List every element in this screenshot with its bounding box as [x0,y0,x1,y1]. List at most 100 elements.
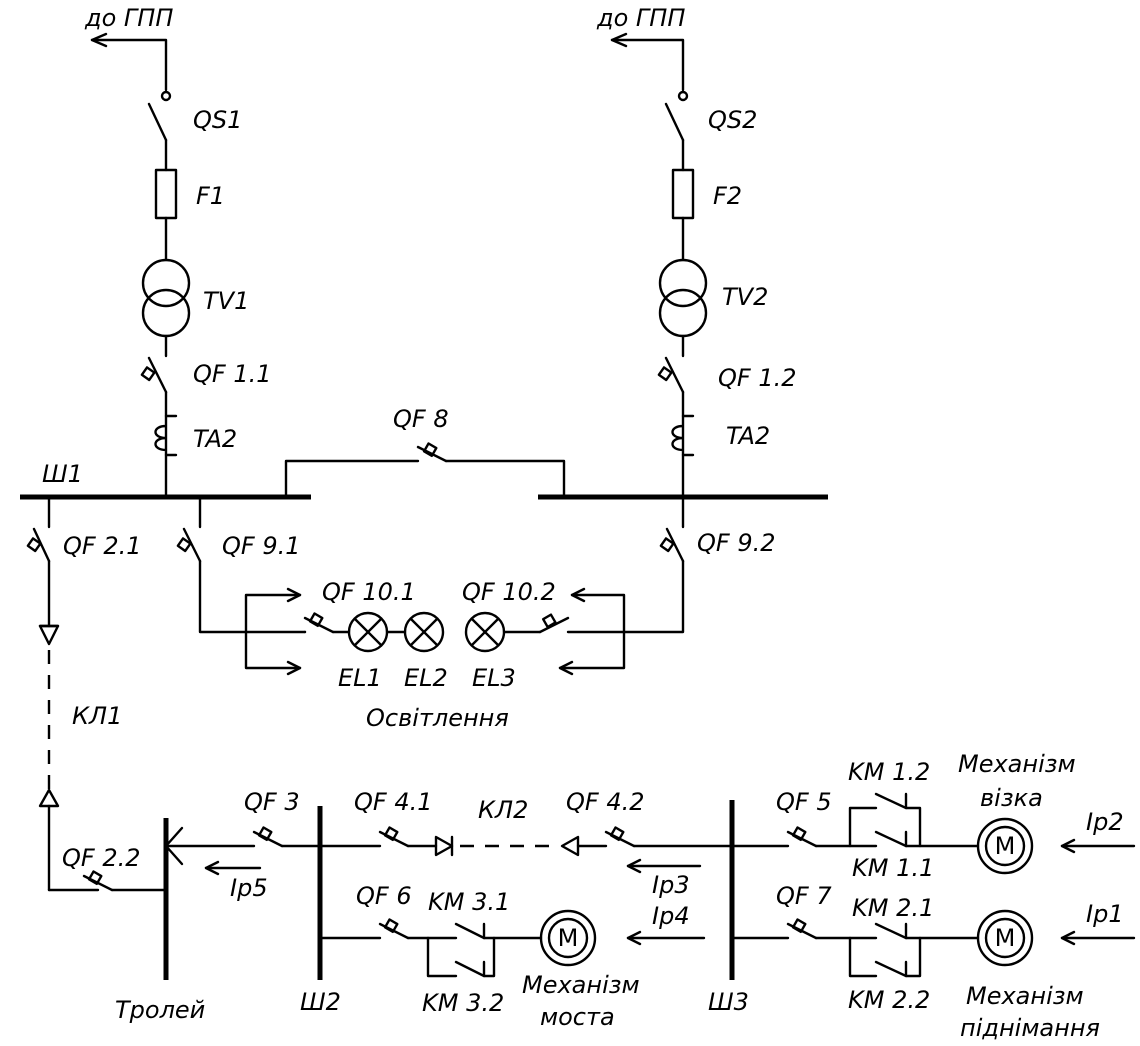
motor-symbol: M [995,832,1016,860]
current-transformer-ta-left [154,414,178,457]
label-qf42: QF 4.2 [566,788,645,816]
label-qf91: QF 9.1 [222,532,301,560]
label-kl2: КЛ2 [478,796,528,824]
label-qs2: QS2 [708,106,757,134]
arrowhead-ip3 [626,858,642,874]
breaker-latch-qf3 [257,826,273,842]
label-tv2: TV2 [722,283,768,311]
transformer-tv1-primary [141,258,191,308]
label-km12: KM 1.2 [848,758,930,786]
label-km11: KM 1.1 [852,854,934,882]
label-el1: EL1 [338,664,382,692]
label-qf22: QF 2.2 [62,844,141,872]
mech-hoist-line2: піднімання [960,1014,1100,1042]
lamp-el3 [464,611,506,653]
wire [482,936,496,978]
contactor-km11 [874,830,908,848]
breaker-latch-qf102 [541,613,557,629]
wire [848,936,878,978]
breaker-latch-qf91 [176,537,192,553]
mech-cart-line1: Механізм [958,750,1076,778]
motor-symbol: M [995,924,1016,952]
lighting-title: Освітлення [366,704,509,732]
label-qf102: QF 10.2 [462,578,556,606]
feed-label-right: до ГПП [596,4,685,32]
breaker-qf21 [32,527,51,563]
label-km32: KM 3.2 [422,989,504,1017]
label-ta-left: TA2 [193,425,237,453]
motor-bridge: M [539,909,597,967]
cable-end-down [38,624,60,646]
label-km22: KM 2.2 [848,986,930,1014]
contactor-km22 [874,960,908,978]
feed-line-right [610,38,685,92]
wire [566,559,685,634]
arrow-left-top [570,587,586,603]
main-bus-sh1: Ш1 QF 8 [20,405,828,500]
arrow-left-bottom [558,660,574,676]
wire [904,792,922,848]
arrowhead-ip2 [1060,838,1076,854]
transformer-tv2-secondary [658,288,708,338]
arrow-right-top [286,587,302,603]
bus-sh2: Ш2 QF 3 Ip5 QF 4.1 КЛ2 QF 4.2 Ip3 [164,788,734,1031]
breaker-latch-qf12 [657,366,673,382]
feed-label-left: до ГПП [84,4,173,32]
wire [426,936,458,978]
label-el3: EL3 [472,664,516,692]
label-sh3: Ш3 [708,988,749,1016]
current-transformer-ta-right [671,414,695,457]
label-sh1: Ш1 [42,460,83,488]
breaker-latch-qf7 [791,918,807,934]
label-qf5: QF 5 [776,788,832,816]
wire [198,559,307,634]
cable-end-kl2-right [560,835,580,857]
mech-hoist-line1: Механізм [966,982,1084,1010]
label-el2: EL2 [404,664,448,692]
label-qf8: QF 8 [393,405,449,433]
breaker-qf91 [182,527,202,563]
label-qf21: QF 2.1 [63,532,142,560]
breaker-latch-qf6 [383,918,399,934]
label-qs1: QS1 [193,106,242,134]
transformer-tv2-primary [658,258,708,308]
arrowhead-ip5 [204,860,220,876]
label-qf101: QF 10.1 [322,578,416,606]
mech-bridge-line1: Механізм [522,971,640,999]
label-ta-right: TA2 [726,422,770,450]
label-qf92: QF 9.2 [697,529,776,557]
cable-end-kl2-left [434,835,454,857]
feed-arrow-left [90,32,108,48]
label-qf11: QF 1.1 [193,360,272,388]
wire [904,936,922,978]
tie-wire-right [444,459,566,499]
contactor-km32 [454,960,486,978]
breaker-latch-qf5 [791,826,807,842]
arrowhead-ip1 [1060,930,1076,946]
label-qf12: QF 1.2 [718,364,797,392]
arrow-right-bottom [286,660,302,676]
disconnector-pivot-qs2 [677,90,689,102]
motor-symbol: M [558,924,579,952]
feed-line-left [90,38,168,92]
label-ip3: Ip3 [652,871,690,899]
label-ip5: Ip5 [230,874,268,902]
bus-sh3: Ш3 QF 5 KM 1.2 KM 1.1 M Механізм візка I… [708,750,1136,1042]
breaker-latch-qf42 [609,826,625,842]
breaker-latch-qf22 [87,870,103,886]
label-qf7: QF 7 [776,882,832,910]
label-qf41: QF 4.1 [354,788,433,816]
contactor-km12 [874,792,908,810]
label-kl1: КЛ1 [72,702,122,730]
left-feeder: до ГПП QS1 F1 TV1 QF 1.1 TA2 [84,4,272,499]
contactor-km31 [454,922,486,940]
label-ip4: Ip4 [652,902,690,930]
breaker-latch-qf21 [26,537,42,553]
mech-bridge-line2: моста [540,1003,615,1031]
disconnector-qs1 [147,102,168,142]
breaker-qf12 [664,356,685,394]
bracket-left [244,593,302,670]
mech-cart-line2: візка [980,784,1043,812]
breaker-qf92 [665,527,685,563]
